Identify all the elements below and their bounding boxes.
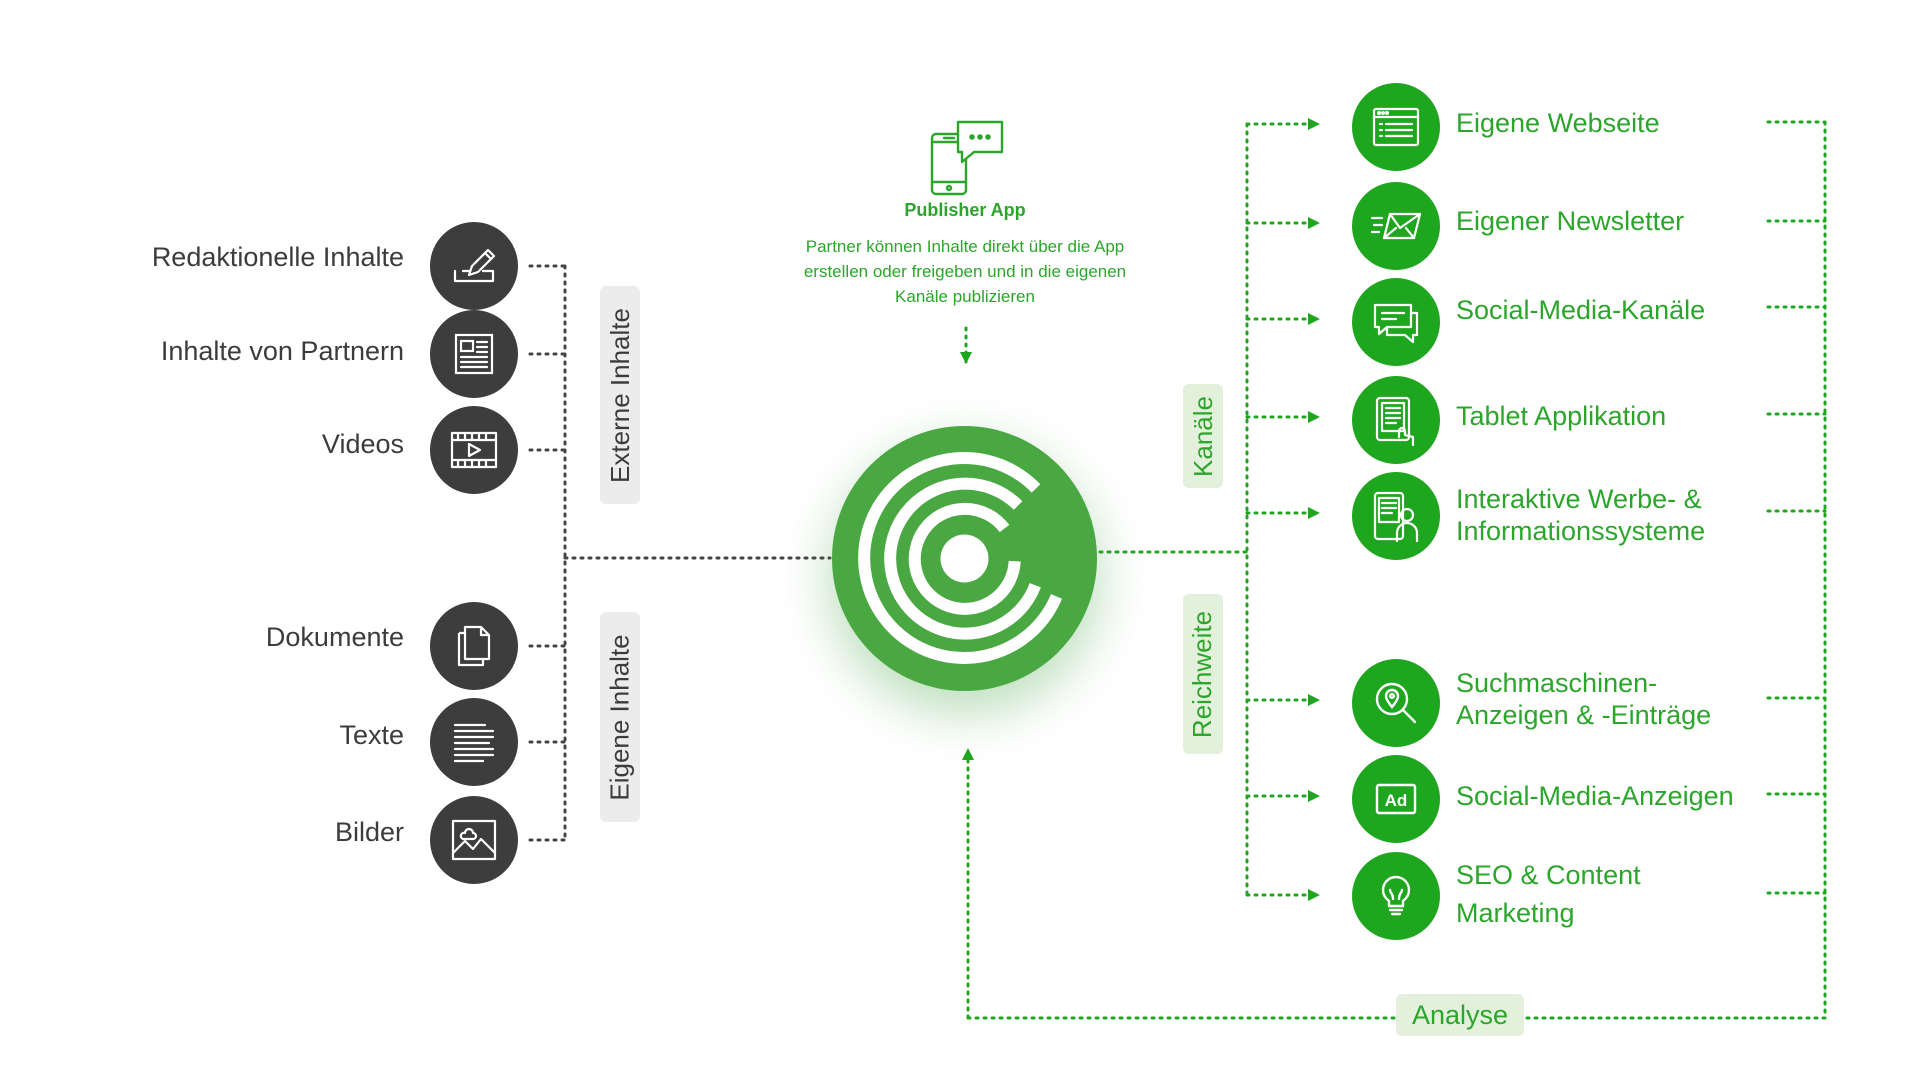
chat-bubbles-icon (1352, 278, 1440, 366)
tab-reichweite-label: Reichweite (1187, 610, 1218, 738)
edit-icon (430, 222, 518, 310)
video-icon (430, 406, 518, 494)
ad-icon-text: Ad (1385, 791, 1408, 810)
tab-eigene-inhalte: Eigene Inhalte (600, 612, 640, 822)
tab-kanaele-label: Kanäle (1187, 395, 1218, 477)
tab-eigene-inhalte-label: Eigene Inhalte (604, 633, 635, 801)
label-social-media-anzeigen: Social-Media-Anzeigen (1456, 781, 1734, 811)
image-icon (430, 796, 518, 884)
kiosk-icon (1352, 472, 1440, 560)
phone-chat-icon (928, 118, 1008, 198)
tab-externe-inhalte-label: Externe Inhalte (604, 307, 635, 483)
label-inhalte-von-partnern: Inhalte von Partnern (160, 336, 404, 366)
concentric-c-logo (832, 426, 1097, 691)
label-dokumente: Dokumente (265, 622, 404, 652)
label-texte: Texte (339, 720, 404, 750)
tab-reichweite: Reichweite (1183, 594, 1223, 754)
publisher-app-title: Publisher App (904, 200, 1026, 220)
tablet-icon (1352, 376, 1440, 464)
documents-icon (430, 602, 518, 690)
newspaper-icon (430, 310, 518, 398)
label-seo-content-marketing: SEO & Content Marketing (1456, 860, 1641, 928)
text-lines-icon (430, 698, 518, 786)
browser-icon (1352, 83, 1440, 171)
label-bilder: Bilder (334, 817, 404, 847)
envelope-icon (1352, 182, 1440, 270)
tab-kanaele: Kanäle (1183, 384, 1223, 488)
lightbulb-icon (1352, 852, 1440, 940)
ad-icon: Ad (1352, 755, 1440, 843)
search-location-icon (1352, 659, 1440, 747)
label-suchmaschinen-anzeigen: Suchmaschinen-Anzeigen & -Einträge (1456, 668, 1712, 730)
label-tablet-applikation: Tablet Applikation (1456, 401, 1667, 431)
tab-externe-inhalte: Externe Inhalte (600, 286, 640, 504)
label-social-media-kanaele: Social-Media-Kanäle (1456, 295, 1706, 325)
label-eigener-newsletter: Eigener Newsletter (1456, 206, 1685, 236)
label-eigene-webseite: Eigene Webseite (1456, 108, 1660, 138)
analyse-label: Analyse (1396, 994, 1524, 1036)
label-redaktionelle-inhalte: Redaktionelle Inhalte (151, 242, 404, 272)
label-interaktive-werbe-informationssysteme: Interaktive Werbe- & Informationssysteme (1456, 484, 1706, 546)
publisher-app-description: Partner können Inhalte direkt über die A… (803, 237, 1127, 306)
label-videos: Videos (321, 429, 404, 459)
